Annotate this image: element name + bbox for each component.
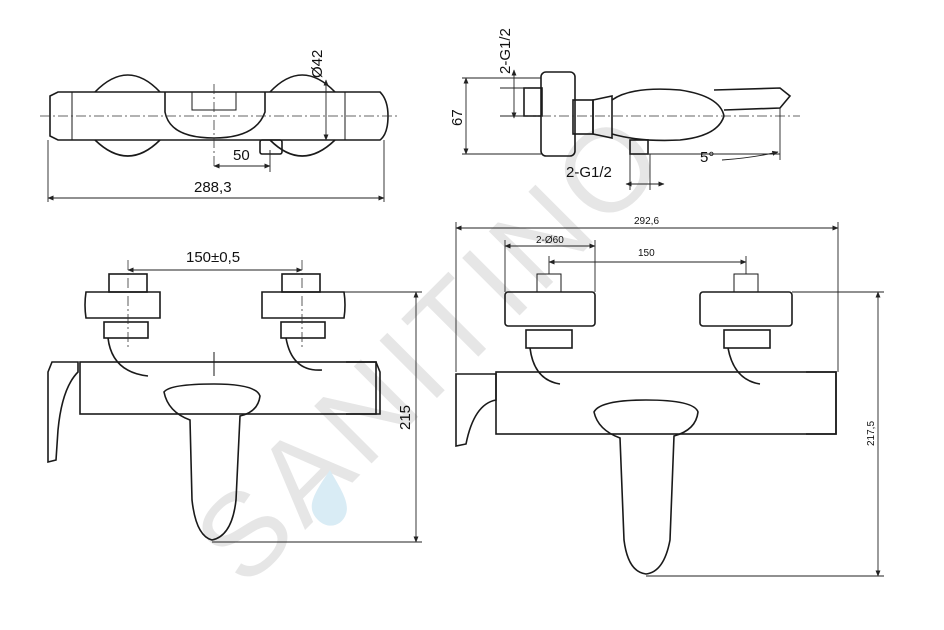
top-view: Ø42 50 288,3 bbox=[40, 50, 398, 202]
side-dim-angle: 5° bbox=[700, 149, 714, 166]
small-dim-centers: 150 bbox=[638, 248, 655, 259]
front-view-small: 292,6 2-Ø60 150 217,5 bbox=[455, 216, 884, 577]
side-dim-height: 67 bbox=[449, 109, 466, 126]
side-view: 5° 2-G1/2 67 2-G1/2 bbox=[449, 28, 800, 190]
side-dim-thread-bottom: 2-G1/2 bbox=[566, 164, 612, 181]
top-dim-diameter: Ø42 bbox=[309, 50, 326, 78]
small-dim-total-length: 292,6 bbox=[634, 216, 659, 227]
front-dim-centers: 150±0,5 bbox=[186, 249, 240, 266]
small-dim-diameter: 2-Ø60 bbox=[536, 235, 564, 246]
top-dim-spacing: 50 bbox=[233, 147, 250, 164]
small-dim-height: 217,5 bbox=[866, 421, 877, 446]
side-dim-thread-top: 2-G1/2 bbox=[497, 28, 514, 74]
watermark-text: SANITINO bbox=[170, 87, 691, 608]
top-dim-length: 288,3 bbox=[194, 179, 232, 196]
watermark-drop-icon bbox=[311, 470, 347, 526]
watermark: SANITINO bbox=[170, 87, 691, 608]
front-dim-height: 215 bbox=[397, 405, 414, 430]
front-view: 150±0,5 215 bbox=[47, 249, 422, 543]
